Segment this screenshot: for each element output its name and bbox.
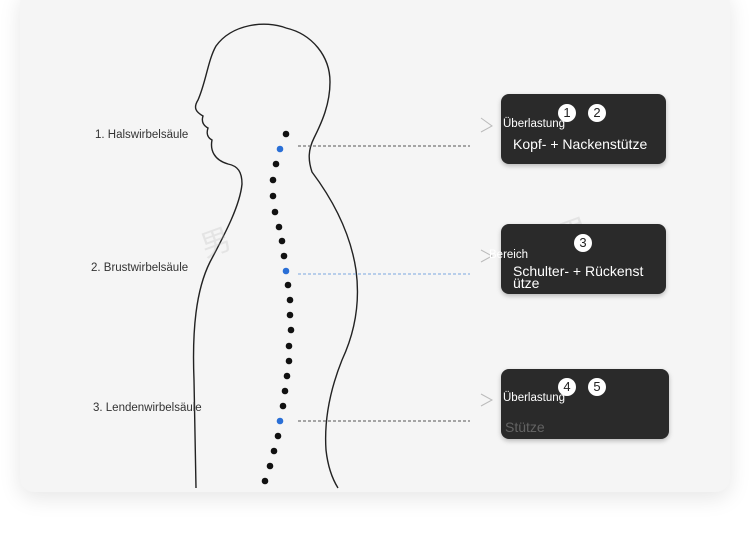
arrow-1 — [480, 117, 493, 133]
badge-number: 2 — [588, 104, 606, 122]
support-box-neck: 1 2 Kopf- + Nackenstütze — [501, 94, 666, 164]
vertebra-dot — [266, 462, 274, 470]
arrow-2 — [480, 249, 494, 263]
box-tag: Überlastung — [503, 118, 566, 130]
support-label: ütze — [513, 275, 540, 291]
vertebra-dot — [286, 296, 294, 304]
vertebra-dot — [284, 281, 292, 289]
vertebra-dot — [274, 432, 282, 440]
vertebra-dot — [272, 160, 280, 168]
vertebra-dot — [275, 223, 283, 231]
vertebra-dot — [285, 357, 293, 365]
body-front-outline — [192, 23, 287, 489]
vertebra-dot — [283, 372, 291, 380]
vertebra-dot — [280, 252, 288, 260]
vertebra-highlight-dot — [276, 417, 284, 425]
body-back-outline — [285, 27, 359, 489]
box-tag: Bereich — [489, 249, 528, 261]
arrow-3 — [480, 393, 494, 407]
vertebra-dot — [269, 176, 277, 184]
badge-number: 3 — [574, 234, 592, 252]
vertebra-dot — [282, 130, 290, 138]
vertebra-dot — [261, 477, 269, 485]
vertebra-dot — [278, 237, 286, 245]
vertebra-highlight-dot — [276, 145, 284, 153]
support-box-lumbar: 4 5 Stütze — [501, 369, 669, 439]
support-box-back: 3 Schulter- + Rückenst ütze — [501, 224, 666, 294]
vertebra-dot — [269, 192, 277, 200]
section-label-thoracic: 2. Brustwirbelsäule — [91, 262, 189, 274]
support-label: Schulter- + Rückenst — [513, 263, 644, 279]
badge-number: 1 — [558, 104, 576, 122]
vertebra-dot — [271, 208, 279, 216]
badge-number: 5 — [588, 378, 606, 396]
vertebra-highlight-dot — [282, 267, 290, 275]
badge-number: 4 — [558, 378, 576, 396]
support-label: Kopf- + Nackenstütze — [513, 136, 648, 152]
vertebra-dot — [287, 326, 295, 334]
vertebra-dot — [285, 342, 293, 350]
vertebra-dot — [281, 387, 289, 395]
box-tag: Überlastung — [503, 392, 566, 404]
section-label-lumbar: 3. Lendenwirbelsäule — [93, 402, 202, 414]
support-label: Stütze — [505, 419, 545, 435]
vertebra-dot — [286, 311, 294, 319]
section-label-cervical: 1. Halswirbelsäule — [95, 129, 189, 141]
vertebra-dot — [279, 402, 287, 410]
vertebra-dot — [270, 447, 278, 455]
